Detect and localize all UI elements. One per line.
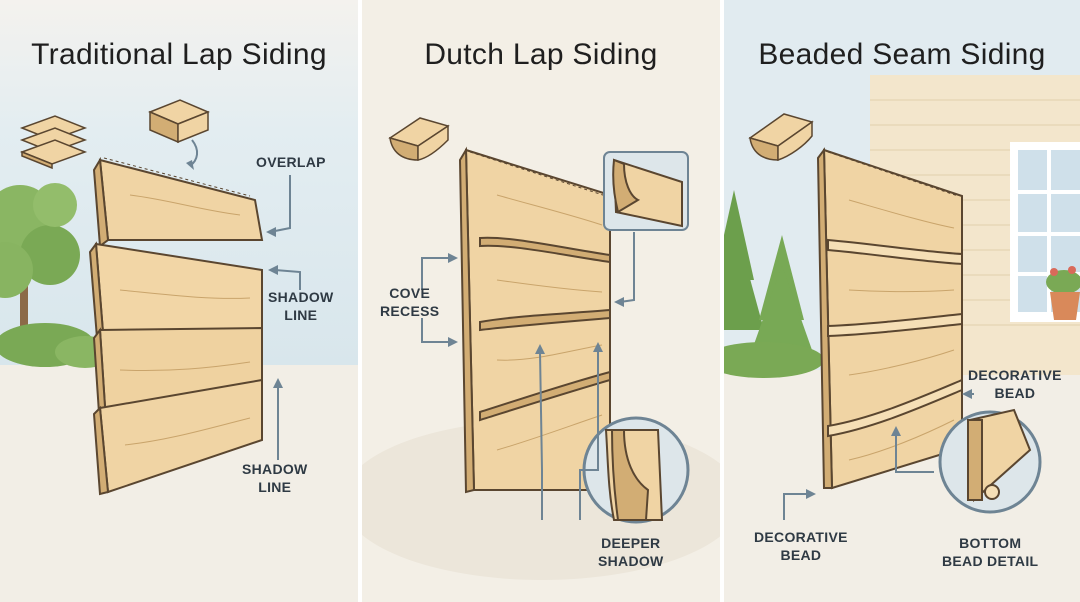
panel-divider	[720, 0, 724, 602]
arrow-head	[268, 265, 278, 275]
wood-grain	[119, 194, 251, 446]
panel-title: Traditional Lap Siding	[31, 38, 327, 71]
label-shadow-line-upper: SHADOW LINE	[268, 289, 334, 323]
cove-detail-inset	[603, 151, 689, 231]
label-overlap: OVERLAP	[256, 154, 326, 170]
callout-arrows	[421, 232, 635, 520]
shadow-detail-circle	[582, 416, 690, 524]
label-decorative-bead-right: DECORATIVE BEAD	[968, 367, 1062, 401]
arrow-head	[266, 227, 276, 237]
label-cove-recess: COVE RECESS	[380, 285, 440, 319]
panel-beaded-seam: Beaded Seam Siding DECORATIVE BEAD DECOR…	[724, 0, 1080, 602]
wood-grain	[848, 199, 955, 461]
dutch-lap-illustration	[362, 0, 720, 602]
board-profile-icon	[148, 99, 210, 144]
tree-icon	[724, 190, 824, 378]
beaded-seam-illustration	[724, 0, 1080, 602]
label-shadow-line-lower: SHADOW LINE	[242, 461, 308, 495]
panel-title: Dutch Lap Siding	[424, 38, 658, 71]
beaded-boards	[816, 147, 963, 490]
panel-dutch-lap: Dutch Lap Siding COVE RECESS DEEPER SHAD…	[362, 0, 720, 602]
arrow-head	[891, 426, 901, 436]
lap-boards	[88, 156, 264, 496]
bead-detail-circle	[938, 408, 1042, 514]
panel-divider	[358, 0, 362, 602]
panel-title: Beaded Seam Siding	[758, 38, 1046, 71]
dutch-lap-boards	[458, 146, 611, 494]
arrow-head	[806, 489, 816, 499]
arrow-head	[614, 297, 624, 307]
arrow-head	[448, 253, 458, 263]
board-stack-icon	[19, 115, 88, 170]
label-deeper-shadow: DEEPER SHADOW	[598, 535, 664, 569]
panel-traditional-lap: Traditional Lap Siding OVERLAP SHADOW LI…	[0, 0, 358, 602]
traditional-lap-illustration	[0, 0, 358, 602]
arrow-head	[962, 389, 972, 399]
flower-pot-icon	[1046, 266, 1080, 320]
bead-profile-icon	[748, 113, 814, 162]
dutch-profile-icon	[388, 117, 450, 161]
wood-grain	[496, 194, 603, 451]
arrow-head	[273, 378, 283, 388]
tree-icon	[0, 183, 80, 360]
label-decorative-bead-left: DECORATIVE BEAD	[754, 529, 848, 563]
arrow-head	[535, 344, 545, 354]
label-bottom-bead-detail: BOTTOM BEAD DETAIL	[942, 535, 1039, 569]
arrow-head	[593, 342, 603, 352]
arrow-head	[448, 337, 458, 347]
callout-arrows	[269, 175, 301, 460]
